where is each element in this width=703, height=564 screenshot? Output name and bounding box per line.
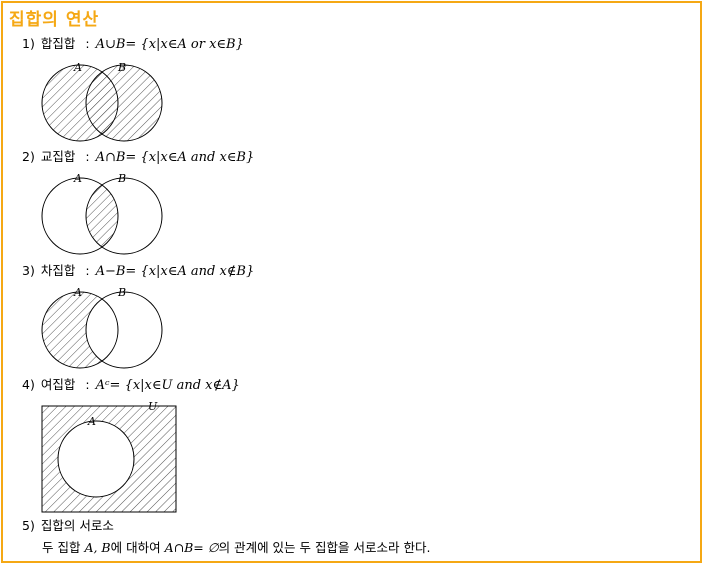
desc-sets: A, B bbox=[84, 540, 111, 555]
disjoint-description: 두 집합 A, B에 대하여 A∩B= ∅의 관계에 있는 두 집합을 서로소라… bbox=[42, 540, 430, 556]
separator: : bbox=[85, 149, 90, 164]
set-u-label: U bbox=[148, 400, 158, 413]
difference-venn-diagram: A B bbox=[38, 287, 168, 371]
set-b-label: B bbox=[117, 61, 126, 74]
set-a-label: A bbox=[73, 61, 82, 74]
set-b-region bbox=[86, 65, 162, 141]
universal-set-box bbox=[41, 405, 177, 513]
union-venn-diagram: A B bbox=[41, 61, 163, 142]
section-number: 3) bbox=[22, 263, 35, 278]
section-intersection: 2) 교집합: A∩B= {x|x∈A and x∈B} bbox=[22, 149, 254, 166]
section-label: 합집합 bbox=[40, 36, 76, 51]
desc-math: A∩B= ∅ bbox=[164, 540, 219, 555]
intersection-region bbox=[86, 178, 118, 254]
section-label: 교집합 bbox=[40, 149, 76, 164]
section-complement: 4) 여집합: Aᶜ= {x|x∈U and x∉A} bbox=[22, 377, 240, 394]
section-number: 2) bbox=[22, 149, 35, 164]
section-difference: 3) 차집합: A−B= {x|x∈A and x∉B} bbox=[22, 263, 254, 280]
intersection-venn-diagram: A B bbox=[41, 173, 163, 255]
set-a-label: A bbox=[73, 173, 82, 185]
section-number: 5) bbox=[22, 518, 35, 533]
desc-text-post: 의 관계에 있는 두 집합을 서로소라 한다. bbox=[218, 540, 431, 555]
desc-text-pre: 두 집합 bbox=[42, 540, 85, 555]
section-label: 차집합 bbox=[40, 263, 76, 278]
set-a-label: A bbox=[73, 287, 82, 299]
complement-venn-diagram: A U bbox=[41, 400, 177, 513]
union-formula: A∪B= {x|x∈A or x∈B} bbox=[95, 37, 244, 52]
set-a-label: A bbox=[87, 415, 96, 428]
section-label: 집합의 서로소 bbox=[40, 518, 114, 533]
section-number: 1) bbox=[22, 36, 35, 51]
complement-formula: Aᶜ= {x|x∈U and x∉A} bbox=[95, 378, 240, 393]
separator: : bbox=[85, 263, 90, 278]
separator: : bbox=[85, 377, 90, 392]
section-label: 여집합 bbox=[40, 377, 76, 392]
section-union: 1) 합집합: A∪B= {x|x∈A or x∈B} bbox=[22, 36, 244, 53]
section-number: 4) bbox=[22, 377, 35, 392]
section-disjoint: 5) 집합의 서로소 bbox=[22, 518, 118, 534]
set-a-circle bbox=[57, 420, 135, 498]
difference-formula: A−B= {x|x∈A and x∉B} bbox=[95, 264, 255, 279]
page-title: 집합의 연산 bbox=[9, 10, 100, 30]
set-b-label: B bbox=[117, 287, 126, 299]
difference-region bbox=[38, 287, 168, 371]
desc-text-mid: 에 대하여 bbox=[110, 540, 165, 555]
intersection-formula: A∩B= {x|x∈A and x∈B} bbox=[95, 150, 255, 165]
separator: : bbox=[85, 36, 90, 51]
set-b-label: B bbox=[117, 173, 126, 185]
